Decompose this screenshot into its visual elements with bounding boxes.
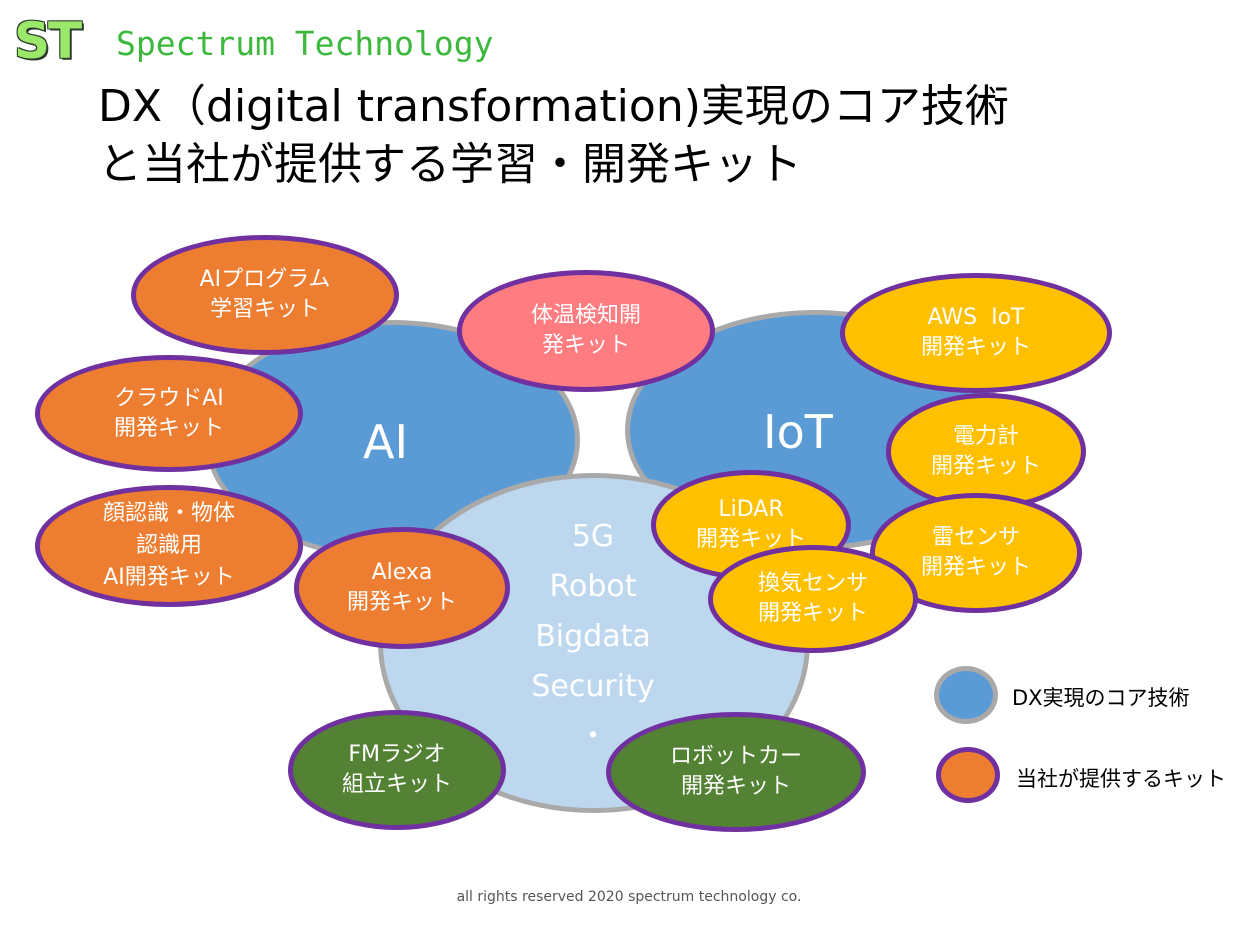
- kit-alexa-line2: 開発キット: [346, 590, 457, 615]
- core-center-security: Security: [531, 669, 655, 704]
- kit-body-temperature: 体温検知開 発キット: [457, 270, 715, 392]
- core-iot-label: IoT: [763, 405, 833, 459]
- kit-body-temp-line2: 発キット: [541, 333, 630, 358]
- title-line-2: と当社が提供する学習・開発キット: [98, 139, 802, 190]
- kit-cloud-ai-line2: 開発キット: [113, 415, 224, 441]
- footer-copyright: all rights reserved 2020 spectrum techno…: [456, 889, 802, 905]
- kit-lidar: LiDAR 開発キット: [651, 470, 851, 580]
- core-center-dot: ・: [578, 719, 608, 754]
- kit-thunder-line1: 雷センサ: [931, 525, 1020, 550]
- legend-core-swatch: [934, 666, 998, 724]
- kit-alexa: Alexa 開発キット: [294, 527, 510, 649]
- core-ai-label: AI: [363, 415, 409, 469]
- kit-power-line2: 開発キット: [930, 453, 1041, 479]
- core-center-bigdata: Bigdata: [535, 619, 651, 654]
- kit-aws-line1: AWS IoT: [927, 305, 1025, 330]
- kit-lidar-line1: LiDAR: [718, 497, 784, 522]
- page-title: DX（digital transformation)実現のコア技術 と当社が提供…: [98, 78, 1009, 194]
- kit-face-line1: 顔認識・物体: [102, 501, 235, 526]
- kit-robot-line2: 開発キット: [680, 774, 791, 799]
- kit-alexa-line1: Alexa: [371, 560, 433, 585]
- kit-robot-line1: ロボットカー: [669, 744, 802, 769]
- kit-fm-line2: 組立キット: [341, 772, 452, 797]
- kit-ai-program: AIプログラム 学習キット: [131, 235, 399, 355]
- kit-face-recognition: 顔認識・物体 認識用 AI開発キット: [35, 485, 303, 607]
- logo-text: Spectrum Technology: [116, 24, 494, 63]
- legend-kit-label: 当社が提供するキット: [1016, 767, 1226, 791]
- core-center-labels: 5G Robot Bigdata Security ・: [510, 512, 676, 762]
- title-line-1: DX（digital transformation)実現のコア技術: [98, 81, 1009, 132]
- legend-core-label: DX実現のコア技術: [1012, 686, 1190, 710]
- kit-face-line2: 認識用: [135, 533, 202, 558]
- core-center-5g: 5G: [571, 519, 615, 554]
- kit-body-temp-line1: 体温検知開: [530, 303, 641, 328]
- kit-ventilation-sensor: 換気センサ 開発キット: [708, 545, 918, 653]
- kit-vent-line2: 開発キット: [757, 601, 868, 626]
- kit-cloud-ai-line1: クラウドAI: [114, 385, 224, 411]
- core-center-robot: Robot: [549, 569, 637, 604]
- legend-kit-swatch: [936, 747, 1000, 803]
- kit-ai-program-line1: AIプログラム: [199, 267, 331, 292]
- kit-fm-line1: FMラジオ: [348, 742, 446, 767]
- kit-power-line1: 電力計: [952, 423, 1019, 449]
- kit-face-line3: AI開発キット: [103, 565, 235, 590]
- kit-ai-program-line2: 学習キット: [209, 297, 320, 322]
- kit-aws-iot: AWS IoT 開発キット: [840, 273, 1112, 393]
- kit-vent-line1: 換気センサ: [757, 571, 868, 596]
- kit-aws-line2: 開発キット: [920, 335, 1031, 360]
- logo-mark: ST: [14, 12, 82, 70]
- kit-thunder-line2: 開発キット: [920, 555, 1031, 580]
- kit-robot-car: ロボットカー 開発キット: [606, 712, 866, 832]
- kit-cloud-ai: クラウドAI 開発キット: [35, 355, 303, 472]
- kit-fm-radio: FMラジオ 組立キット: [288, 710, 506, 830]
